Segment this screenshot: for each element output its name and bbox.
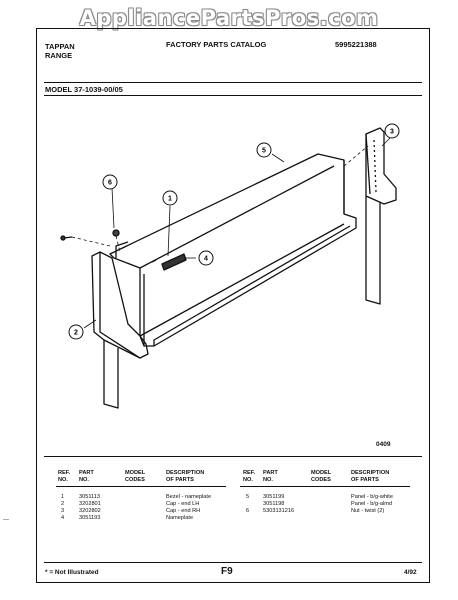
brand-line1: TAPPAN: [45, 42, 75, 51]
svg-text:5: 5: [262, 148, 266, 155]
callout-5: 5: [256, 142, 272, 158]
watermark: AppliancePartsPros.com: [79, 6, 379, 30]
header-underline-right: [240, 486, 410, 487]
header-underline-left: [56, 486, 226, 487]
end-cap-left: [91, 251, 149, 359]
table-top-rule: [44, 456, 422, 457]
header-rule: [44, 82, 422, 83]
model-rule: [44, 95, 422, 96]
footer-note: * = Not Illustrated: [45, 569, 99, 576]
revision-date: 4/92: [404, 569, 417, 576]
header-ref-right: REF.NO.: [243, 470, 256, 483]
callout-1: 1: [162, 190, 178, 206]
end-cap-right: [365, 127, 397, 205]
svg-text:6: 6: [108, 180, 112, 187]
model-number: MODEL 37-1039-00/05: [45, 85, 123, 94]
svg-text:1: 1: [168, 196, 172, 203]
svg-text:2: 2: [74, 330, 78, 337]
end-cap-right-leg: [365, 196, 381, 305]
callout-2: 2: [68, 324, 84, 340]
svg-text:4: 4: [204, 256, 208, 263]
header-ref-left: REF.NO.: [58, 470, 71, 483]
svg-text:3: 3: [390, 129, 394, 136]
footer-rule: [44, 562, 422, 563]
catalog-number: 5995221388: [335, 40, 377, 49]
callout-6: 6: [102, 174, 118, 190]
page-number: F9: [221, 566, 233, 577]
page-frame: [36, 28, 430, 583]
end-cap-left-leg: [103, 340, 119, 409]
brand-line2: RANGE: [45, 51, 73, 60]
twist-nut: [112, 229, 120, 237]
exploded-parts-diagram: 1 2 3 4 5 6: [60, 123, 400, 409]
brand-block: TAPPAN RANGE: [45, 42, 75, 60]
callout-3: 3: [384, 123, 400, 139]
margin-mark: —: [3, 517, 9, 523]
callout-4: 4: [198, 250, 214, 266]
backguard-panel: [109, 153, 357, 347]
nameplate: [161, 253, 187, 271]
catalog-title: FACTORY PARTS CATALOG: [166, 40, 267, 49]
figure-code: 0409: [376, 441, 391, 448]
